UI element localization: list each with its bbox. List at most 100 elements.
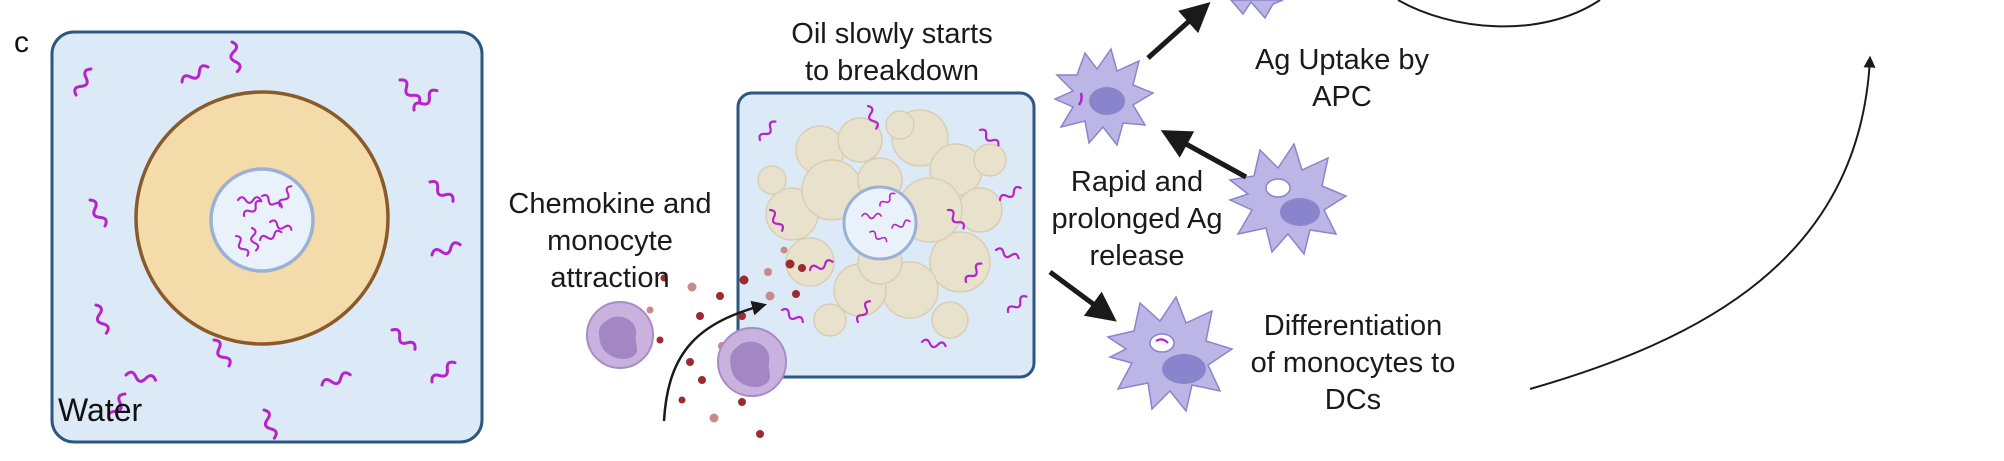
antigen-squiggle <box>768 208 785 232</box>
oil-fragment <box>973 143 1007 177</box>
antigen-squiggle <box>780 307 804 324</box>
rapid-line-1: Rapid and <box>1070 166 1204 198</box>
antigen-squiggle <box>262 408 278 440</box>
rapid-line-3: release <box>1089 240 1185 272</box>
antigen-squiggle <box>758 120 777 142</box>
dendritic-cell-bottom <box>1106 295 1234 413</box>
antigen-squiggle <box>869 230 888 243</box>
chemokine-dot <box>739 275 749 285</box>
antigen-squiggle <box>855 300 872 324</box>
antigen-squiggle <box>320 371 352 387</box>
uptake-line-1: Ag Uptake by <box>1254 44 1430 76</box>
chemokine-dot <box>765 291 775 301</box>
antigen-squiggle <box>994 247 1020 260</box>
antigen-squiggle <box>428 179 455 203</box>
chemokine-line-3: attraction <box>550 262 670 294</box>
oil-breakdown-label: Oil slowly starts to breakdown <box>742 16 1042 90</box>
apc-cell-right <box>1227 142 1348 256</box>
chemokine-dot <box>687 282 697 292</box>
arrow-long-curve-up <box>1529 55 1876 390</box>
antigen-molecules-core <box>234 185 293 257</box>
antigen-squiggle <box>229 40 242 74</box>
antigen-squiggle <box>866 104 879 130</box>
antigen-squiggle <box>430 241 462 257</box>
apc-cell-partial-top <box>1230 0 1284 20</box>
oil-fragment <box>837 117 883 163</box>
curve-top-right <box>1397 0 1601 28</box>
uptake-line-2: APC <box>1312 81 1372 113</box>
panel-letter: c <box>14 26 29 59</box>
antigen-squiggle <box>398 78 422 105</box>
antigen-squiggle <box>94 303 110 335</box>
oil-breakdown-line-2: to breakdown <box>804 55 980 87</box>
antigen-squiggle <box>212 338 232 368</box>
ag-uptake-label: Ag Uptake by APC <box>1222 42 1462 116</box>
oil-breakdown-line-1: Oil slowly starts <box>791 18 993 50</box>
antigen-squiggle <box>998 185 1022 202</box>
chemokine-dot <box>678 396 686 404</box>
arrow-right-apc-to-top <box>1160 130 1248 180</box>
chemokine-dot <box>709 413 719 423</box>
rapid-line-2: prolonged Ag <box>1051 203 1223 235</box>
antigen-squiggle <box>234 234 250 257</box>
chemokine-dot <box>792 290 800 298</box>
chemokine-dot <box>738 398 746 406</box>
antigen-squiggle <box>258 229 283 242</box>
chemokine-dot <box>646 306 654 314</box>
arrow-monocyte-to-box <box>662 300 767 422</box>
oil-fragment <box>757 165 787 195</box>
antigen-squiggle <box>242 199 263 218</box>
antigen-squiggle <box>88 198 108 228</box>
chemokine-line-1: Chemokine and <box>508 188 712 220</box>
chemokine-dot <box>756 430 764 438</box>
antigen-squiggle <box>808 259 834 272</box>
chemokine-dot <box>716 292 724 300</box>
antigen-molecules-outer <box>73 40 462 440</box>
antigen-squiggle <box>236 196 262 204</box>
breakdown-core <box>842 185 918 261</box>
chemokine-dot <box>798 264 806 272</box>
monocyte-cell <box>586 301 654 369</box>
arrow-to-top-apc <box>1146 1 1211 60</box>
antigen-squiggle <box>964 262 983 284</box>
arrow-to-dendritic-cell <box>1048 269 1117 322</box>
apc-cell-top <box>1053 47 1155 147</box>
antigen-squiggle <box>250 226 260 252</box>
antigen-squiggle <box>278 185 293 208</box>
antigen-squiggle <box>946 208 965 230</box>
antigen-squiggle <box>107 392 127 422</box>
chemokine-dot <box>738 312 746 320</box>
diff-line-2: of monocytes to <box>1250 347 1456 379</box>
oil-fragment <box>813 303 847 337</box>
water-label: Water <box>58 392 143 428</box>
chemokine-dot <box>785 259 795 269</box>
antigen-squiggle <box>412 88 439 112</box>
chemokine-dot <box>686 358 694 366</box>
antigen-squiggle <box>430 360 457 384</box>
diff-line-3: DCs <box>1324 384 1382 416</box>
chemokine-dot <box>698 376 706 384</box>
antigen-squiggle <box>1006 295 1028 314</box>
antigen-squiggle <box>978 128 1000 147</box>
oil-fragment <box>931 301 969 339</box>
antigen-molecules-middle <box>758 104 1028 349</box>
antigen-squiggle <box>73 67 93 97</box>
antigen-squiggle <box>891 219 911 229</box>
chemokine-label: Chemokine and monocyte attraction <box>488 186 732 297</box>
chemokine-dot <box>696 312 704 320</box>
oil-fragment <box>885 110 915 140</box>
antigen-squiggle <box>879 192 896 207</box>
rapid-release-label: Rapid and prolonged Ag release <box>1032 164 1242 275</box>
monocyte-cell-front <box>717 327 787 397</box>
antigen-squiggle <box>861 212 883 220</box>
chemokine-dot <box>764 268 772 276</box>
chemokine-dot <box>780 246 788 254</box>
chemokine-line-2: monocyte <box>547 225 673 257</box>
differentiation-label: Differentiation of monocytes to DCs <box>1218 308 1488 419</box>
antigen-squiggle <box>268 219 293 231</box>
chemokine-dot <box>656 336 664 344</box>
water-core <box>209 167 315 273</box>
antigen-squiggle <box>390 327 417 351</box>
oil-fragment <box>929 231 991 293</box>
